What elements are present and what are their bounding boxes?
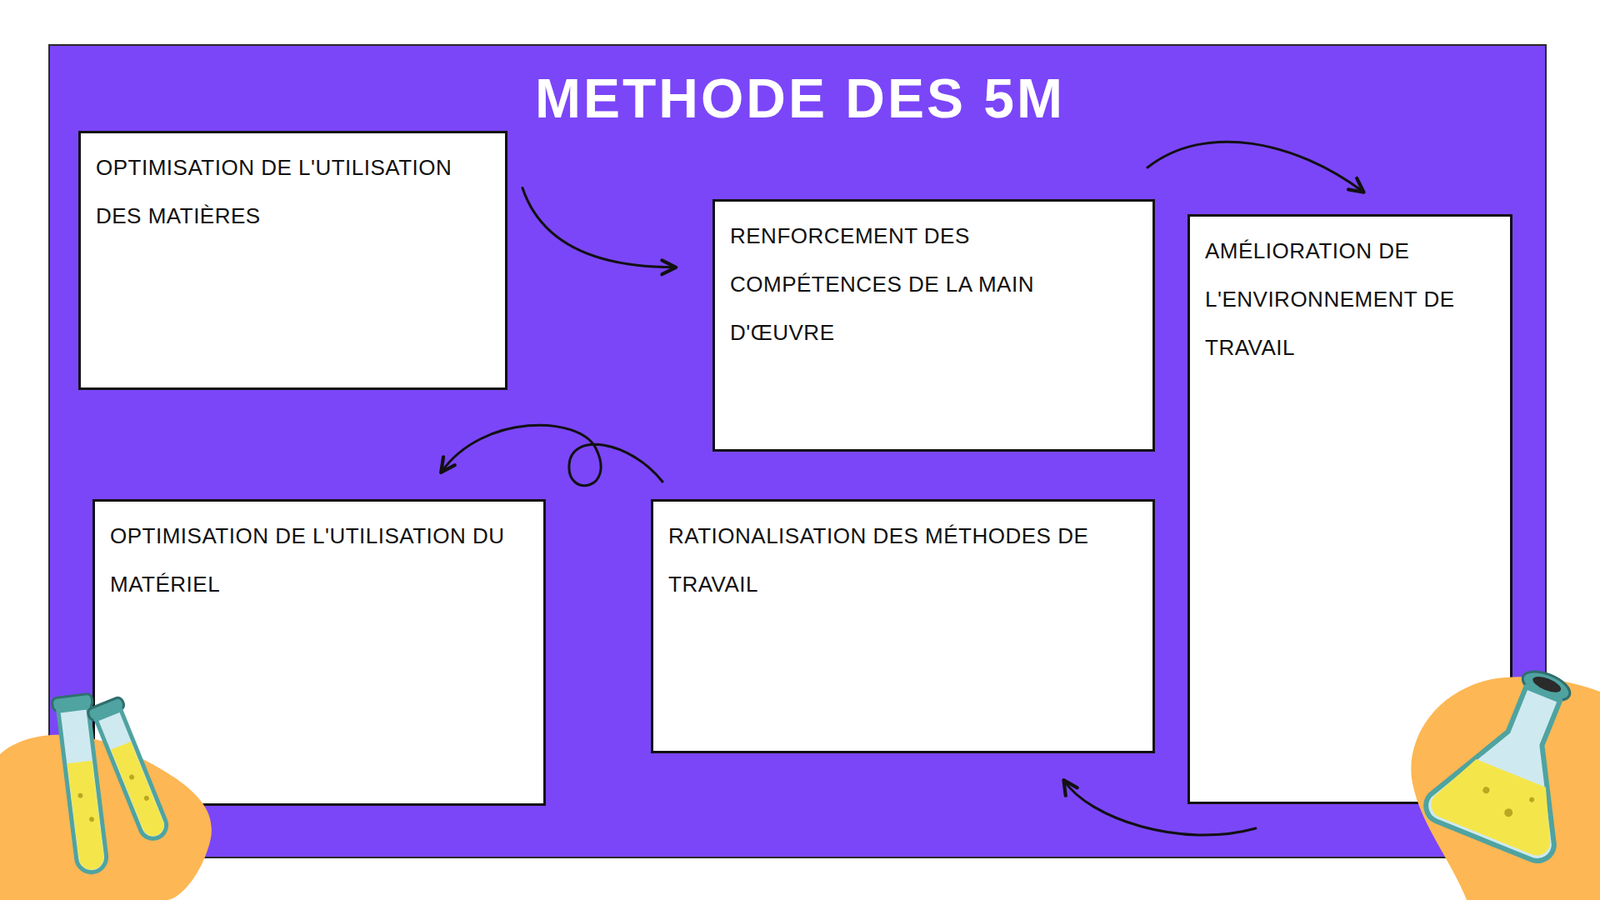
box-text: OPTIMISATION DE L'UTILISATION DES MATIÈR…	[95, 143, 490, 240]
curved-arrow	[522, 187, 675, 267]
test-tube	[86, 696, 175, 845]
process-box: OPTIMISATION DE L'UTILISATION DU MATÉRIE…	[92, 499, 546, 806]
box-text: OPTIMISATION DE L'UTILISATION DU MATÉRIE…	[110, 511, 529, 609]
box-text: RENFORCEMENT DES COMPÉTENCES DE LA MAIN …	[730, 211, 1138, 357]
orange-blob	[1410, 676, 1600, 900]
process-box: AMÉLIORATION DE L'ENVIRONNEMENT DE TRAVA…	[1187, 214, 1513, 805]
diagram-title: METHODE DES 5M	[0, 66, 1600, 130]
box-text: RATIONALISATION DES MÉTHODES DE TRAVAIL	[668, 511, 1138, 609]
curved-arrow	[1147, 141, 1364, 192]
orange-blob	[0, 735, 212, 900]
box-text: AMÉLIORATION DE L'ENVIRONNEMENT DE TRAVA…	[1205, 226, 1495, 372]
test-tube	[51, 693, 114, 875]
flask	[1420, 650, 1600, 866]
process-box: RENFORCEMENT DES COMPÉTENCES DE LA MAIN …	[712, 199, 1155, 452]
process-box: RATIONALISATION DES MÉTHODES DE TRAVAIL	[650, 499, 1155, 754]
curved-arrow	[441, 425, 663, 486]
process-box: OPTIMISATION DE L'UTILISATION DES MATIÈR…	[78, 130, 508, 390]
